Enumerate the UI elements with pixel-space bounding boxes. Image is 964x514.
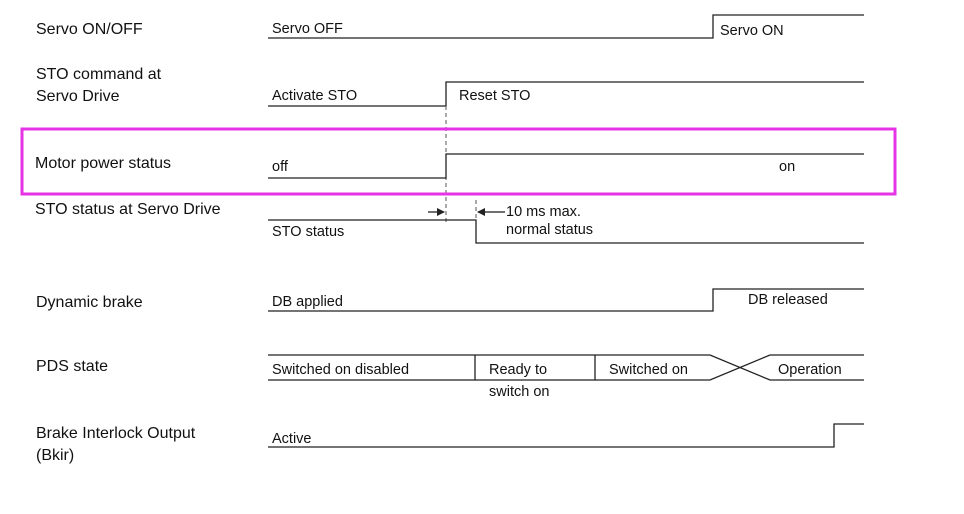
row-brake-interlock: Brake Interlock Output (Bkir) Active <box>36 423 864 464</box>
sto-command-waveform <box>268 81 864 107</box>
row-label-dynamic-brake: Dynamic brake <box>36 294 143 311</box>
state-servo-off: Servo OFF <box>272 21 343 37</box>
sto-status-waveform <box>268 219 864 244</box>
row-label-sto-status: STO status at Servo Drive <box>35 201 221 218</box>
state-operation: Operation <box>778 362 842 378</box>
row-label-bkir-line2: (Bkir) <box>36 447 74 464</box>
state-db-applied: DB applied <box>272 294 343 310</box>
state-motor-off: off <box>272 159 289 175</box>
row-label-bkir-line1: Brake Interlock Output <box>36 425 196 442</box>
row-label-servo-on-off: Servo ON/OFF <box>36 21 143 38</box>
state-normal-status: normal status <box>506 222 593 238</box>
state-switched-on: Switched on <box>609 362 688 378</box>
dynamic-brake-waveform <box>268 288 864 312</box>
state-switched-on-disabled: Switched on disabled <box>272 362 409 378</box>
row-motor-power: Motor power status off on <box>35 153 864 179</box>
bkir-waveform <box>268 423 864 448</box>
row-label-sto-command-line1: STO command at <box>36 66 162 83</box>
state-db-released: DB released <box>748 292 828 308</box>
row-servo-on-off: Servo ON/OFF Servo OFF Servo ON <box>36 14 864 39</box>
servo-signal-waveform <box>268 14 864 39</box>
pds-bus-line-lower <box>268 354 864 381</box>
row-label-sto-command-line2: Servo Drive <box>36 88 120 105</box>
row-pds-state: PDS state Switched on disabled Ready to … <box>36 354 864 400</box>
state-servo-on: Servo ON <box>720 23 784 39</box>
row-sto-command: STO command at Servo Drive Activate STO … <box>36 66 864 107</box>
state-sto-status: STO status <box>272 224 344 240</box>
row-sto-status: STO status at Servo Drive STO status nor… <box>35 201 864 244</box>
state-motor-on: on <box>779 159 795 175</box>
state-switch-on: switch on <box>489 384 549 400</box>
state-activate-sto: Activate STO <box>272 88 357 104</box>
row-dynamic-brake: Dynamic brake DB applied DB released <box>36 288 864 312</box>
state-active: Active <box>272 431 312 447</box>
state-ready-to: Ready to <box>489 362 547 378</box>
motor-power-waveform <box>268 153 864 179</box>
highlight-box <box>20 127 897 196</box>
row-label-pds-state: PDS state <box>36 358 108 375</box>
state-reset-sto: Reset STO <box>459 88 530 104</box>
timing-note-10ms: 10 ms max. <box>506 204 581 220</box>
row-label-motor-power: Motor power status <box>35 155 171 172</box>
